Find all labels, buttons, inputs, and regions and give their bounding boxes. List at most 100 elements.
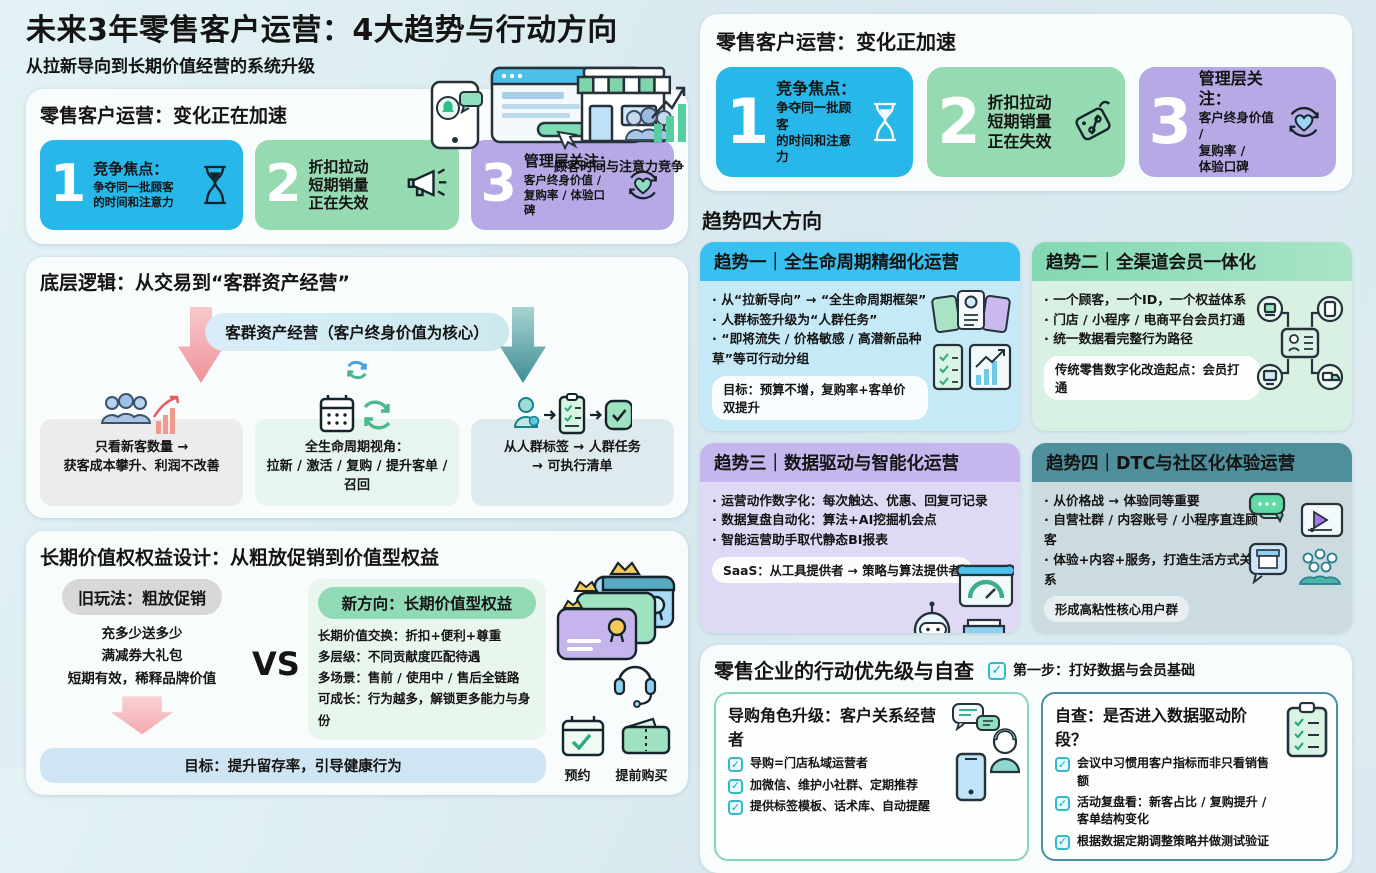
trend-bullet: 体验+内容+服务，打造生活方式关系 xyxy=(1044,550,1264,589)
trend-bullet: “即将流失 / 价格敏感 / 高潜新品种草”等可行动分组 xyxy=(712,329,928,368)
trend-card-1: 趋势一｜全生命周期精细化运营 从“拉新导向” → “全生命周期框架” 人群标签升… xyxy=(700,242,1020,431)
trends-section-title: 趋势四大方向 xyxy=(702,209,822,233)
panel-accelerating: 零售客户运营：变化正在加速 1 竞争焦点： 争夺同一批顾客 的时间和注意力 2 … xyxy=(26,89,688,244)
page-title: 未来3年零售客户运营：4大趋势与行动方向 xyxy=(26,13,618,48)
trend-2-pill: 传统零售数字化改造起点：会员打通 xyxy=(1044,356,1260,401)
box-title: 折扣拉动 短期销量 正在失效 xyxy=(308,157,369,213)
new-item: 多场景：售前 / 使用中 / 售后全链路 xyxy=(317,670,520,686)
hero-caption: 顾客时间与注意力竞争 xyxy=(553,160,684,175)
box-number: 3 xyxy=(480,154,517,215)
ai-robot-dashboard-icon xyxy=(913,564,1014,634)
checkbox-icon xyxy=(728,799,743,815)
goal-pill: 目标：提升留存率，引导健康行为 xyxy=(40,747,546,783)
checkbox-icon xyxy=(728,757,743,773)
old-item: 充多少送多少 xyxy=(101,625,183,642)
logic-boxes: 只看新客数量 → 获客成本攀升、利润不改善 全生命周期视角： 拉新 / 激活 /… xyxy=(40,393,674,506)
trend-2-header: 趋势二｜全渠道会员一体化 xyxy=(1032,242,1352,281)
trend-bullet: 从“拉新导向” → “全生命周期框架” xyxy=(712,290,928,310)
retail-scene-icon xyxy=(430,66,686,151)
logic-box-text: 拉新 / 激活 / 复购 / 提升客单 / 召回 xyxy=(266,458,448,493)
box-number: 1 xyxy=(50,154,87,215)
box-title: 竞争焦点： xyxy=(776,78,857,98)
agent-chat-phone-icon xyxy=(952,703,1021,802)
logic-box-lifecycle: 全生命周期视角： 拉新 / 激活 / 复购 / 提升客单 / 召回 xyxy=(255,395,459,506)
box-title: 管理层关注： xyxy=(1198,68,1263,108)
accel-right-box-3: 3 管理层关注： 客户终身价值 / 复购率 / 体验口碑 xyxy=(1138,67,1336,177)
new-item: 可成长：行为越多，解锁更多能力与身份 xyxy=(317,691,531,728)
accel-right-box-1: 1 竞争焦点： 争夺同一批顾客 的时间和注意力 xyxy=(716,67,914,177)
checklist-item: 提供标签模板、话术库、自动提醒 xyxy=(728,798,949,815)
box-desc: 争夺同一批顾客 的时间和注意力 xyxy=(93,180,174,210)
logic-box-tasks: 从人群标签 → 人群任务 → 可执行清单 xyxy=(470,393,674,506)
trend-bullet: 统一数据看完整行为路径 xyxy=(1044,329,1260,349)
refresh-icon xyxy=(347,360,367,380)
logic-box-text: 只看新客数量 → 获客成本攀升、利润不改善 xyxy=(63,440,220,474)
hourglass-icon xyxy=(204,165,227,205)
people-chart-icon xyxy=(100,393,179,434)
trend-bullet: 门店 / 小程序 / 电商平台会员打通 xyxy=(1044,310,1260,330)
old-play-column: 旧玩法：粗放促销 充多少送多少 满减券大礼包 短期有效，稀释品牌价值 xyxy=(40,578,244,735)
trend-card-3: 趋势三｜数据驱动与智能化运营 运营动作数字化：每次触达、优惠、回复可记录 数据复… xyxy=(700,442,1020,634)
community-content-icons xyxy=(1248,492,1344,585)
checklist-item: 会议中习惯用客户指标而非只看销售额 xyxy=(1055,755,1276,790)
checkbox-icon xyxy=(1055,834,1070,850)
panel-accelerating-right: 零售客户运营：变化正加速 1 竞争焦点： 争夺同一批顾客 的时间和注意力 2 折… xyxy=(700,14,1352,191)
new-item: 多层级：不同贡献度匹配待遇 xyxy=(317,648,481,664)
old-item: 短期有效，稀释品牌价值 xyxy=(67,671,217,688)
guide-role-card: 导购角色升级：客户关系经营者 导购=门店私域运营者 加微信、维护小社群、定期推荐… xyxy=(714,692,1029,862)
panel-actions-title: 零售企业的行动优先级与自查 xyxy=(714,659,974,684)
box-number: 1 xyxy=(726,84,770,158)
new-item: 长期价值交换：折扣+便利+尊重 xyxy=(317,627,502,643)
omnichannel-network-icon xyxy=(1256,295,1344,391)
left-column: 未来3年零售客户运营：4大趋势与行动方向 从拉新导向到长期价值经营的系统升级 xyxy=(26,14,688,795)
calendar-refresh-icon xyxy=(319,395,391,433)
accel-right-box-2: 2 折扣拉动 短期销量 正在失效 xyxy=(927,67,1125,177)
checkbox-icon xyxy=(1055,757,1070,773)
box-desc: 客户终身价值 / 复购率 / 体验口碑 xyxy=(1198,110,1274,174)
trend-4-header: 趋势四｜DTC与社区化体验运营 xyxy=(1032,442,1352,482)
box-desc: 争夺同一批顾客 的时间和注意力 xyxy=(776,100,852,164)
trend-3-header: 趋势三｜数据驱动与智能化运营 xyxy=(700,442,1020,482)
vs-label: VS xyxy=(252,644,300,683)
old-play-pill: 旧玩法：粗放促销 xyxy=(61,578,222,615)
reserve-label: 预约 xyxy=(564,768,591,784)
heart-cycle-icon xyxy=(1289,107,1319,137)
trend-bullet: 数据复盘自动化：算法+AI挖掘机会点 xyxy=(712,510,1008,530)
membership-illustration: 预约 提前购买 xyxy=(552,560,680,784)
booking-ticket-icons xyxy=(561,715,671,756)
hourglass-icon xyxy=(874,102,897,142)
first-step-badge: 第一步：打好数据与会员基础 xyxy=(988,660,1195,680)
panel-accelerating-title: 零售客户运营：变化正在加速 xyxy=(40,105,288,127)
trend-bullet: 自营社群 / 内容账号 / 小程序直连顾客 xyxy=(1044,510,1264,549)
panel-logic-title: 底层逻辑：从交易到“客群资产经营” xyxy=(40,272,350,294)
logic-center-pill: 客群资产经营（客户终身价值为核心） xyxy=(205,313,509,351)
first-step-text: 第一步：打好数据与会员基础 xyxy=(1013,662,1195,679)
panel-logic: 底层逻辑：从交易到“客群资产经营” 客群资产经营（客户终身价值为核心） xyxy=(26,257,688,518)
checklist-item: 加微信、维护小社群、定期推荐 xyxy=(728,777,949,794)
logic-box-old: 只看新客数量 → 获客成本攀升、利润不改善 xyxy=(40,393,244,506)
panel-rights-title: 长期价值权权益设计：从粗放促销到价值型权益 xyxy=(40,546,440,569)
logic-box-head: 全生命周期视角： xyxy=(304,440,409,455)
discount-tag-icon xyxy=(1075,100,1111,141)
prebuy-label: 提前购买 xyxy=(615,768,668,784)
box-number: 2 xyxy=(937,84,981,158)
right-column: 零售客户运营：变化正加速 1 竞争焦点： 争夺同一批顾客 的时间和注意力 2 折… xyxy=(700,14,1352,873)
self-check-title: 自查：是否进入数据驱动阶段？ xyxy=(1055,706,1248,750)
accel-box-1: 1 竞争焦点： 争夺同一批顾客 的时间和注意力 xyxy=(40,140,244,230)
member-cards-icon xyxy=(556,560,676,708)
checkbox-icon xyxy=(988,661,1006,680)
trend-grid: 趋势一｜全生命周期精细化运营 从“拉新导向” → “全生命周期框架” 人群标签升… xyxy=(700,242,1352,634)
panel-accelerating-right-title: 零售客户运营：变化正加速 xyxy=(716,30,956,54)
megaphone-icon xyxy=(407,168,446,197)
clipboard-checklist-icon xyxy=(1286,702,1328,758)
down-arrow-pink xyxy=(111,696,173,735)
accel-box-3: 3 管理层关注： 客户终身价值 / 复购率 / 体验口碑 xyxy=(470,140,674,230)
profile-cards-chart-icon xyxy=(931,290,1012,391)
new-direction-pill: 新方向：长期价值型权益 xyxy=(317,586,536,619)
self-check-card: 自查：是否进入数据驱动阶段？ 会议中习惯用客户指标而非只看销售额 活动复盘看：新… xyxy=(1041,692,1338,862)
accel-box-2: 2 折扣拉动 短期销量 正在失效 xyxy=(255,140,459,230)
checklist-item: 活动复盘看：新客占比 / 复购提升 / 客单结构变化 xyxy=(1055,794,1276,829)
box-number: 3 xyxy=(1148,84,1192,158)
new-direction-column: 新方向：长期价值型权益 长期价值交换：折扣+便利+尊重 多层级：不同贡献度匹配待… xyxy=(307,578,546,740)
box-title: 折扣拉动 短期销量 正在失效 xyxy=(987,92,1052,151)
